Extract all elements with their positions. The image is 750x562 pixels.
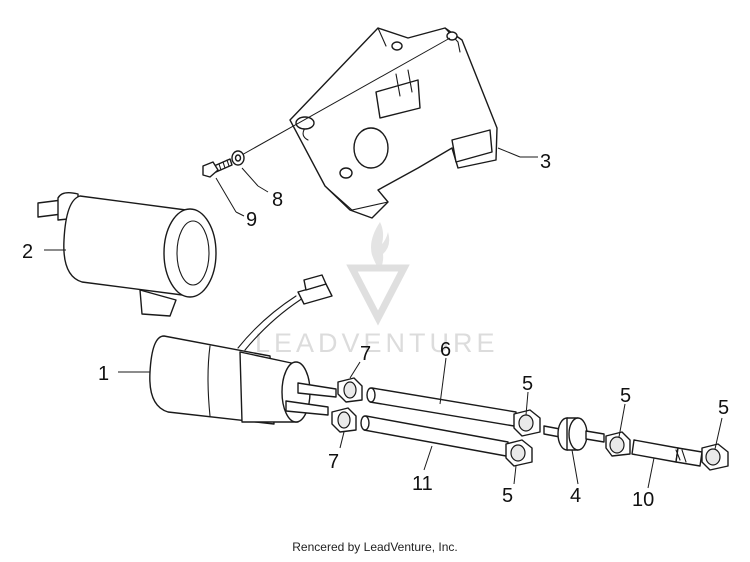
callout-5-b: 5	[502, 485, 513, 507]
callout-labels: 3 8 9 2 1 7 7 6 11 5 5 4 5 10 5	[22, 151, 729, 511]
part-7-clamp-upper	[337, 377, 363, 403]
callout-3: 3	[540, 151, 551, 173]
callout-11: 10	[632, 489, 654, 511]
callout-7-lower: 7	[328, 451, 339, 473]
part-5-clamp-a	[513, 409, 541, 437]
part-9-bolt	[202, 158, 233, 178]
callout-9: 9	[246, 209, 257, 231]
callout-5-c: 5	[620, 385, 631, 407]
callout-5-a: 5	[522, 373, 533, 395]
leader-lines	[44, 147, 723, 489]
watermark-logo: LEADVENTURE	[255, 222, 499, 358]
render-credit: Rencered by LeadVenture, Inc.	[292, 540, 458, 554]
part-11-hose-short	[631, 439, 703, 467]
part-5-clamp-b	[505, 439, 533, 467]
callout-2: 2	[22, 241, 33, 263]
callout-7-upper: 7	[360, 343, 371, 365]
part-7-clamp-lower	[331, 407, 357, 433]
callout-1: 1	[98, 363, 109, 385]
part-8-washer	[231, 150, 245, 166]
part-4-inline-filter	[543, 417, 605, 451]
part-5-clamp-d	[701, 443, 729, 471]
part-2-cylinder-cover	[37, 191, 217, 317]
part-3-bracket	[239, 27, 498, 219]
callout-4: 4	[570, 485, 581, 507]
callout-10: 11	[412, 473, 433, 495]
callout-5-d: 5	[718, 397, 729, 419]
callout-8: 8	[272, 189, 283, 211]
part-1-fuel-pump	[149, 274, 337, 425]
watermark-text: LEADVENTURE	[255, 328, 499, 358]
part-5-clamp-c	[605, 431, 631, 457]
callout-6: 6	[440, 339, 451, 361]
